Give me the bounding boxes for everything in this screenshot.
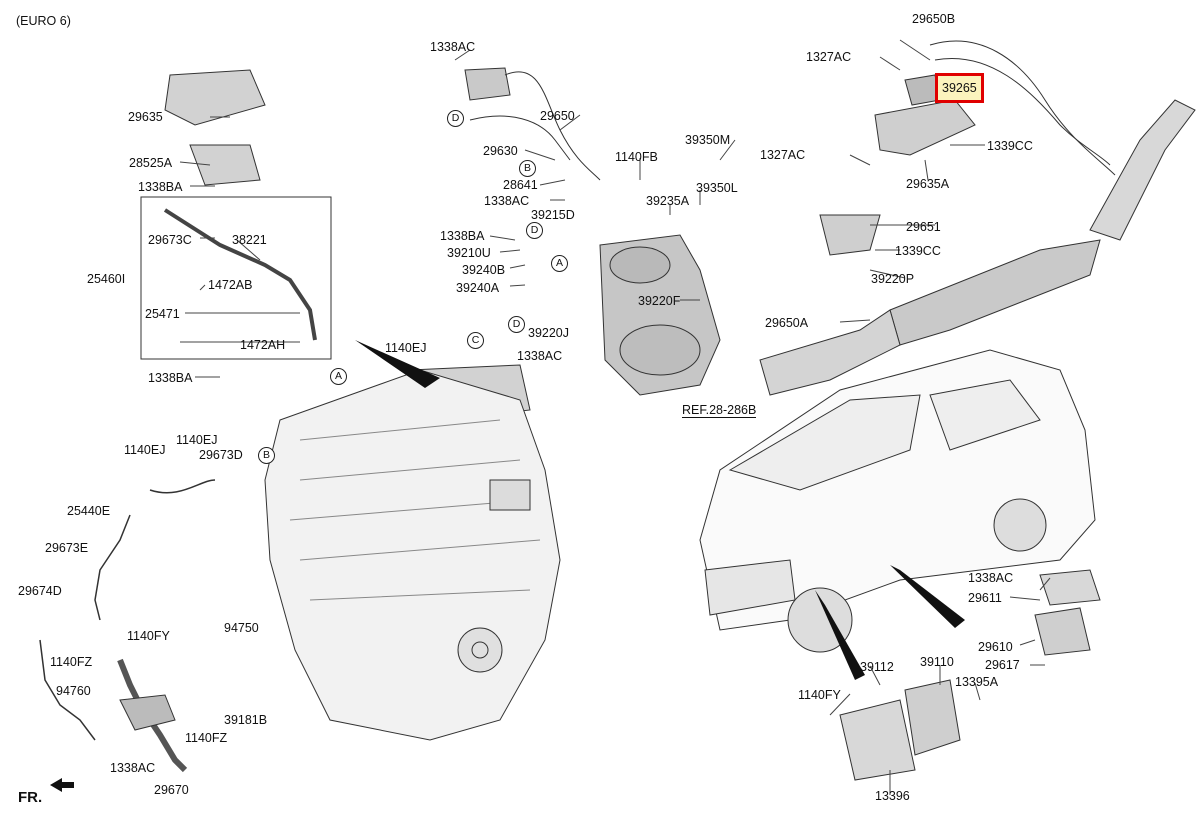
part-label[interactable]: 29611 — [968, 591, 1002, 605]
part-label[interactable]: 39240B — [462, 263, 506, 277]
part-label[interactable]: 39215D — [531, 208, 575, 222]
pump-94760 — [119, 694, 176, 731]
bracket-28525A — [189, 144, 261, 186]
part-label[interactable]: 29617 — [985, 658, 1020, 672]
marker-b-left: B — [258, 447, 275, 464]
exhaust-mid-pipe — [759, 309, 901, 396]
part-label[interactable]: 25460I — [87, 272, 126, 286]
part-label[interactable]: 39110 — [920, 655, 954, 669]
part-label[interactable]: 1140FY — [798, 688, 841, 702]
part-label[interactable]: 39210U — [447, 246, 491, 260]
part-label[interactable]: 29673C — [148, 233, 192, 247]
part-label[interactable]: 39220F — [638, 294, 681, 308]
marker-d-low: D — [508, 316, 525, 333]
bracket-29651 — [819, 214, 881, 256]
marker-b-top: B — [519, 160, 536, 177]
callout-wedge-van-1 — [815, 590, 865, 680]
part-label[interactable]: 25471 — [145, 307, 180, 321]
front-arrow-icon — [50, 778, 74, 792]
marker-a-mid: A — [551, 255, 568, 272]
module-29610 — [1034, 607, 1091, 656]
part-label[interactable]: 1338BA — [138, 180, 183, 194]
part-label[interactable]: 1338BA — [440, 229, 485, 243]
part-label[interactable]: 1339CC — [895, 244, 941, 258]
callout-wedge-engine — [355, 340, 440, 388]
part-label[interactable]: 29650B — [912, 12, 956, 26]
part-label[interactable]: 1472AH — [240, 338, 286, 352]
part-label[interactable]: 1338AC — [110, 761, 156, 775]
marker-d-mid: D — [526, 222, 543, 239]
part-label[interactable]: 39220J — [528, 326, 570, 340]
part-label[interactable]: 39235A — [646, 194, 690, 208]
sensor-harness — [929, 40, 1116, 176]
callout-wedge-van-2 — [890, 565, 965, 628]
part-label[interactable]: 1339CC — [987, 139, 1033, 153]
part-label[interactable]: 29635 — [128, 110, 163, 124]
part-label[interactable]: 29630 — [483, 144, 518, 158]
part-label[interactable]: 1140FZ — [185, 731, 228, 745]
part-label[interactable]: 39240A — [456, 281, 500, 295]
front-direction-label: FR. — [18, 789, 43, 806]
part-label[interactable]: 28641 — [503, 178, 538, 192]
part-label[interactable]: 25440E — [67, 504, 111, 518]
part-label[interactable]: 13396 — [875, 789, 910, 803]
part-label[interactable]: 39112 — [860, 660, 894, 674]
part-label[interactable]: 29650A — [765, 316, 809, 330]
part-label[interactable]: 38221 — [232, 233, 267, 247]
part-label[interactable]: 1327AC — [760, 148, 806, 162]
part-label[interactable]: 1472AB — [208, 278, 253, 292]
part-label[interactable]: 29673E — [45, 541, 89, 555]
part-label[interactable]: 29674D — [18, 584, 62, 598]
part-label[interactable]: 1338AC — [968, 571, 1014, 585]
part-label[interactable]: 28525A — [129, 156, 173, 170]
heat-shield-29635 — [164, 69, 266, 126]
marker-c-top: D — [447, 110, 464, 127]
part-label[interactable]: 1140FZ — [50, 655, 93, 669]
part-label[interactable]: 29650 — [540, 109, 575, 123]
part-label[interactable]: 1338AC — [484, 194, 530, 208]
marker-a-engine: A — [330, 368, 347, 385]
ecu-39110 — [904, 679, 961, 756]
part-label[interactable]: 39181B — [224, 713, 268, 727]
wire-harness-left — [94, 479, 216, 621]
reference-link[interactable]: REF.28-286B — [682, 403, 757, 418]
part-label[interactable]: 1140EJ — [176, 433, 218, 447]
part-label[interactable]: 94750 — [224, 621, 259, 635]
heat-shield-29635A — [874, 99, 976, 156]
part-label[interactable]: 29673D — [199, 448, 243, 462]
part-label[interactable]: 29651 — [906, 220, 941, 234]
bracket-29611 — [1039, 569, 1101, 606]
coolant-hose-38221 — [163, 208, 317, 341]
part-label[interactable]: 1327AC — [806, 50, 852, 64]
part-label[interactable]: 1338AC — [430, 40, 476, 54]
engine-block — [264, 369, 561, 741]
part-label[interactable]: 39220P — [871, 272, 915, 286]
sensor-module-29650 — [464, 67, 511, 101]
part-label[interactable]: 29635A — [906, 177, 950, 191]
marker-c-low: C — [467, 332, 484, 349]
ecu-bracket-39112 — [839, 699, 916, 781]
engine-note: (EURO 6) — [16, 14, 71, 28]
part-label[interactable]: 94760 — [56, 684, 91, 698]
part-label[interactable]: 39350M — [685, 133, 731, 147]
part-label[interactable]: 29610 — [978, 640, 1013, 654]
highlighted-part-39265[interactable]: 39265 — [935, 73, 984, 103]
part-label[interactable]: 1338AC — [517, 349, 563, 363]
exhaust-tailpipe — [1089, 99, 1196, 241]
part-label[interactable]: 29670 — [154, 783, 189, 797]
part-label[interactable]: 39350L — [696, 181, 738, 195]
part-label[interactable]: 13395A — [955, 675, 999, 689]
part-label[interactable]: 1140FY — [127, 629, 170, 643]
part-label[interactable]: 1338BA — [148, 371, 193, 385]
part-label[interactable]: 1140EJ — [385, 341, 427, 355]
part-label[interactable]: 1140FB — [615, 150, 658, 164]
part-label[interactable]: 1140EJ — [124, 443, 166, 457]
